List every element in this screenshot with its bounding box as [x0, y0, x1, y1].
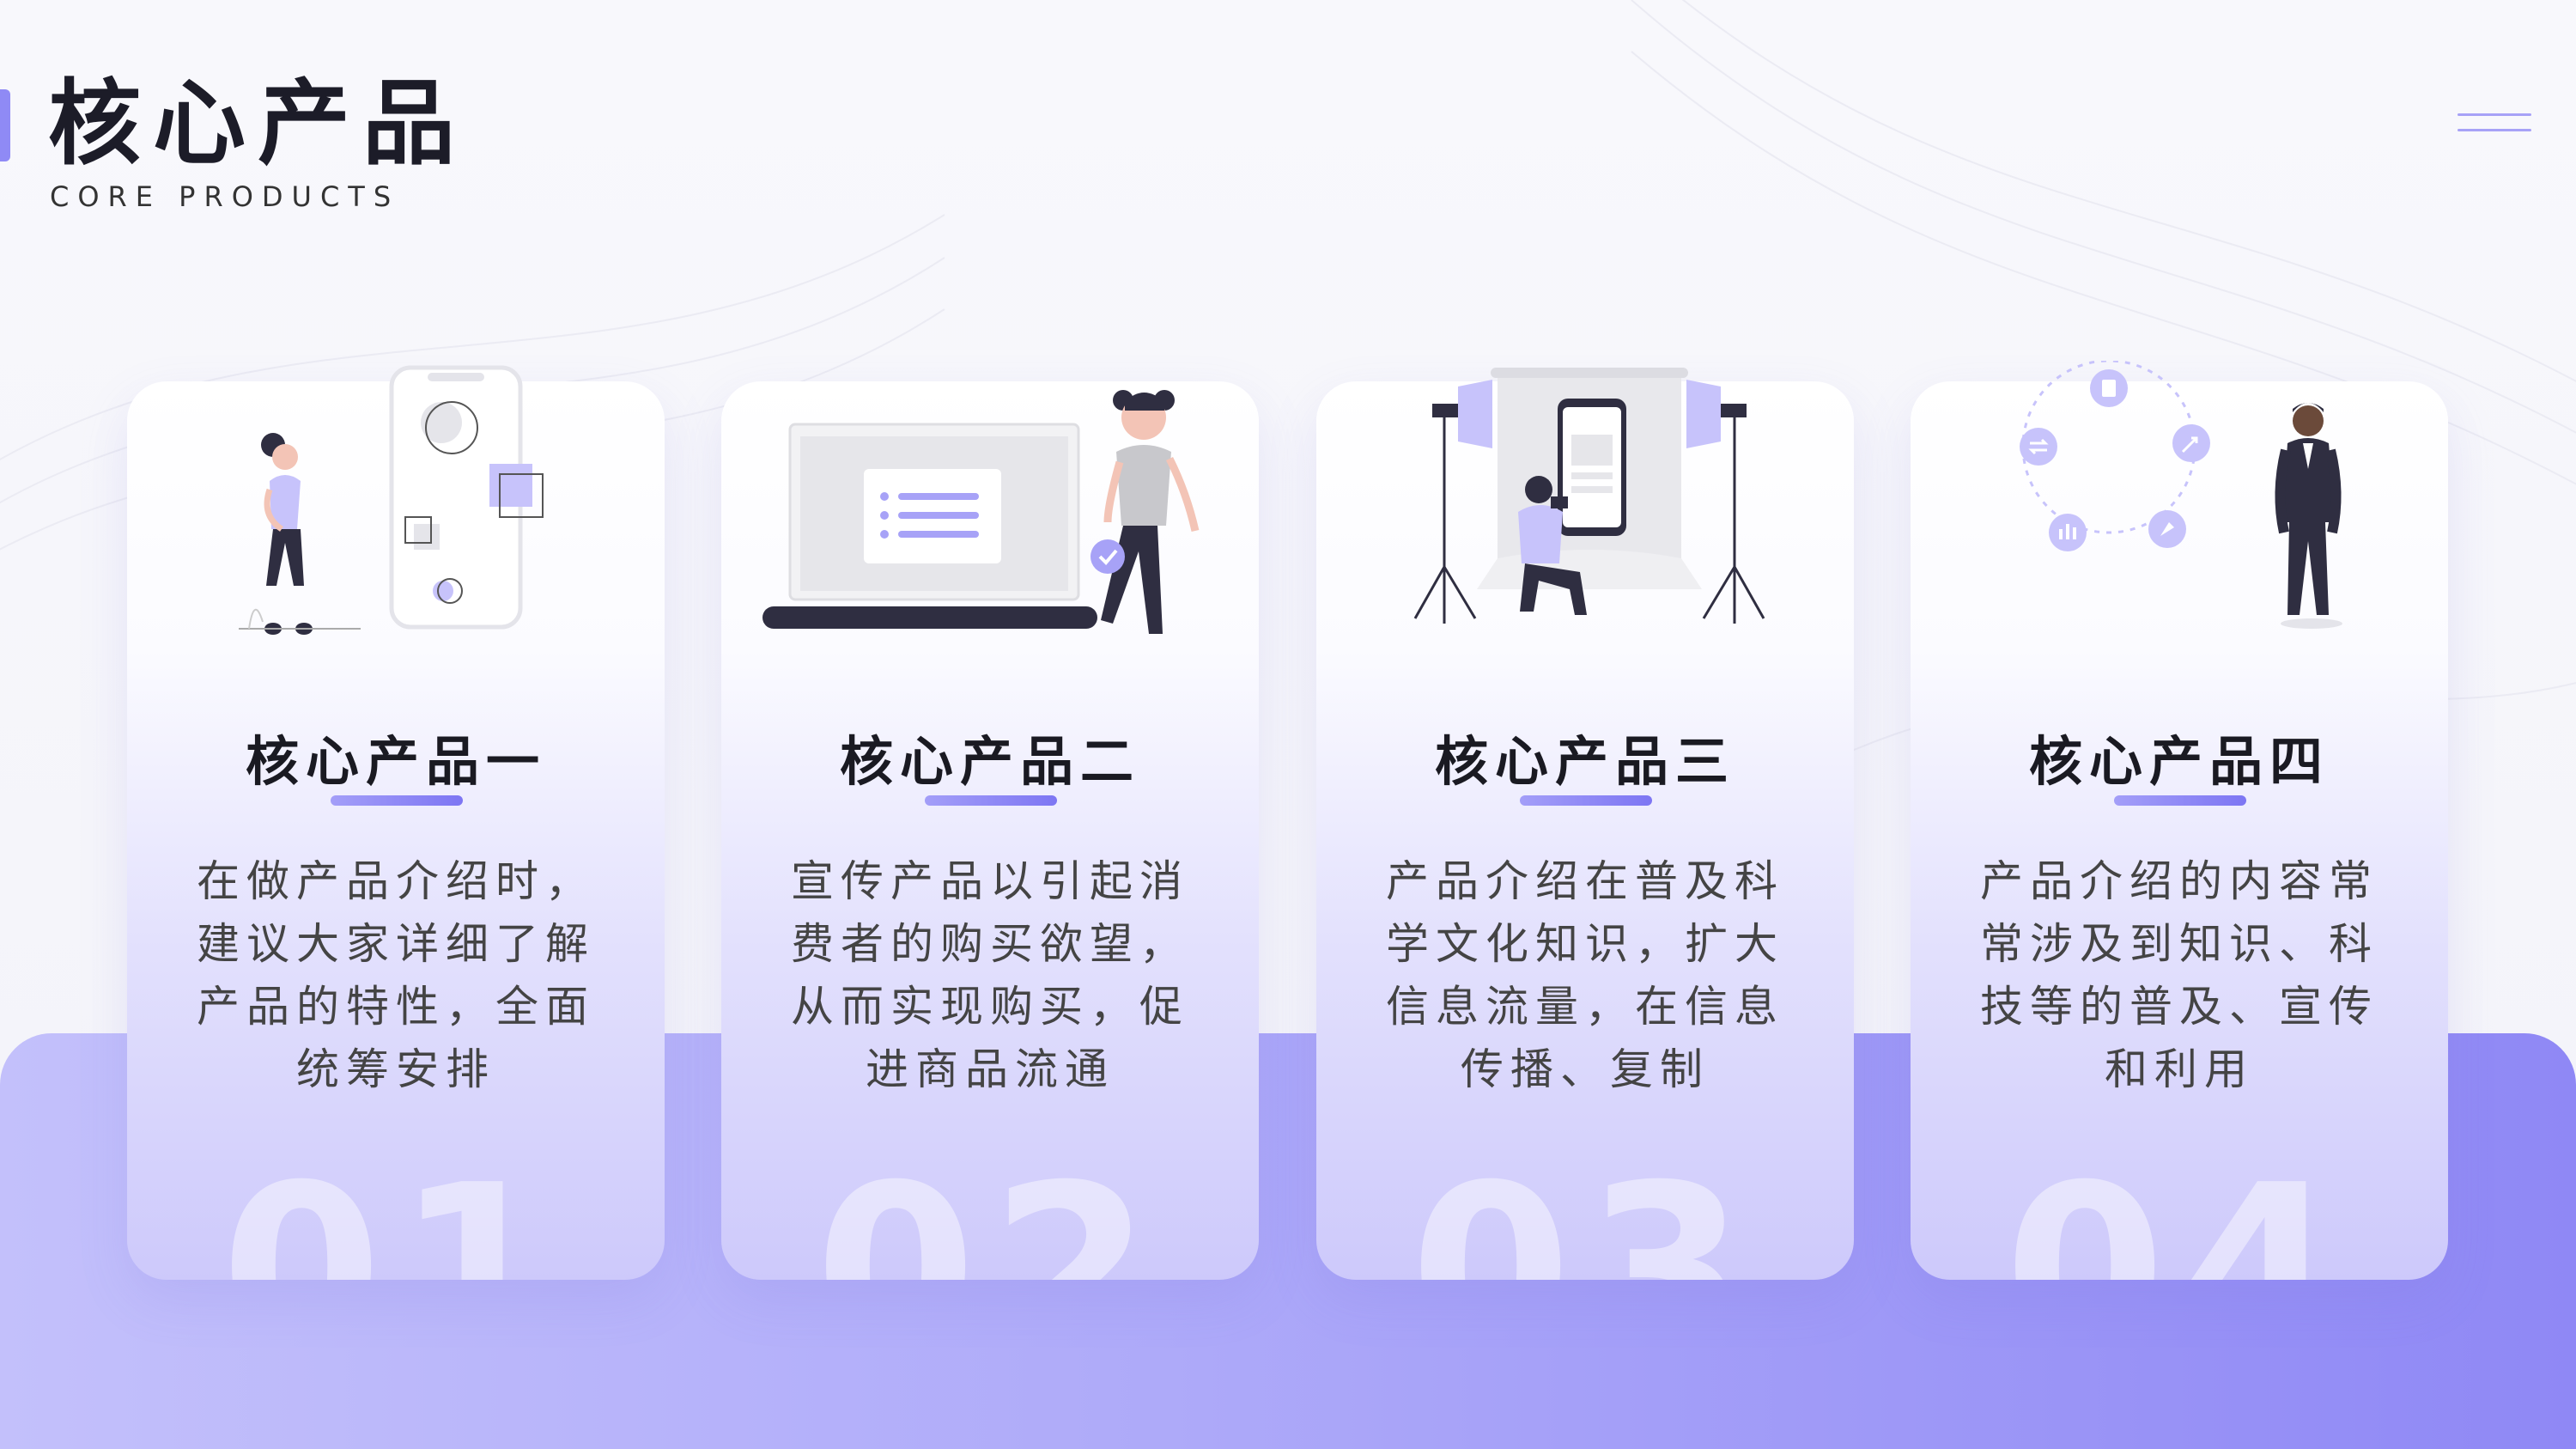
photographer-studio-illustration — [1413, 368, 1765, 624]
card-title: 核心产品四 — [2028, 730, 2330, 793]
card-description: 宣传产品以引起消费者的购买欲望，从而实现购买，促进商品流通 — [791, 856, 1189, 1094]
card-number: 01 — [221, 1135, 571, 1281]
card-title: 核心产品一 — [245, 730, 546, 793]
card-underline — [1520, 795, 1652, 806]
woman-with-laptop-illustration — [762, 390, 1200, 634]
card-underline — [2114, 795, 2246, 806]
card-description: 产品介绍的内容常常涉及到知识、科技等的普及、宣传和利用 — [1980, 856, 2379, 1094]
card-number: 02 — [815, 1135, 1165, 1281]
card-number: 04 — [2004, 1135, 2354, 1281]
card-title: 核心产品三 — [1434, 730, 1735, 793]
page-title: 核心产品 — [48, 70, 468, 178]
menu-icon[interactable] — [2458, 110, 2531, 136]
title-accent-bar — [0, 89, 10, 161]
card-underline — [331, 795, 463, 806]
woman-with-phone-illustration — [239, 365, 544, 635]
page-subtitle: CORE PRODUCTS — [50, 180, 400, 213]
businessman-icons-illustration — [2020, 361, 2342, 629]
card-number: 03 — [1410, 1135, 1760, 1281]
card-description: 在做产品介绍时，建议大家详细了解产品的特性，全面统筹安排 — [197, 856, 595, 1094]
card-underline — [925, 795, 1057, 806]
card-title: 核心产品二 — [839, 730, 1140, 793]
card-description: 产品介绍在普及科学文化知识，扩大信息流量，在信息传播、复制 — [1386, 856, 1784, 1094]
